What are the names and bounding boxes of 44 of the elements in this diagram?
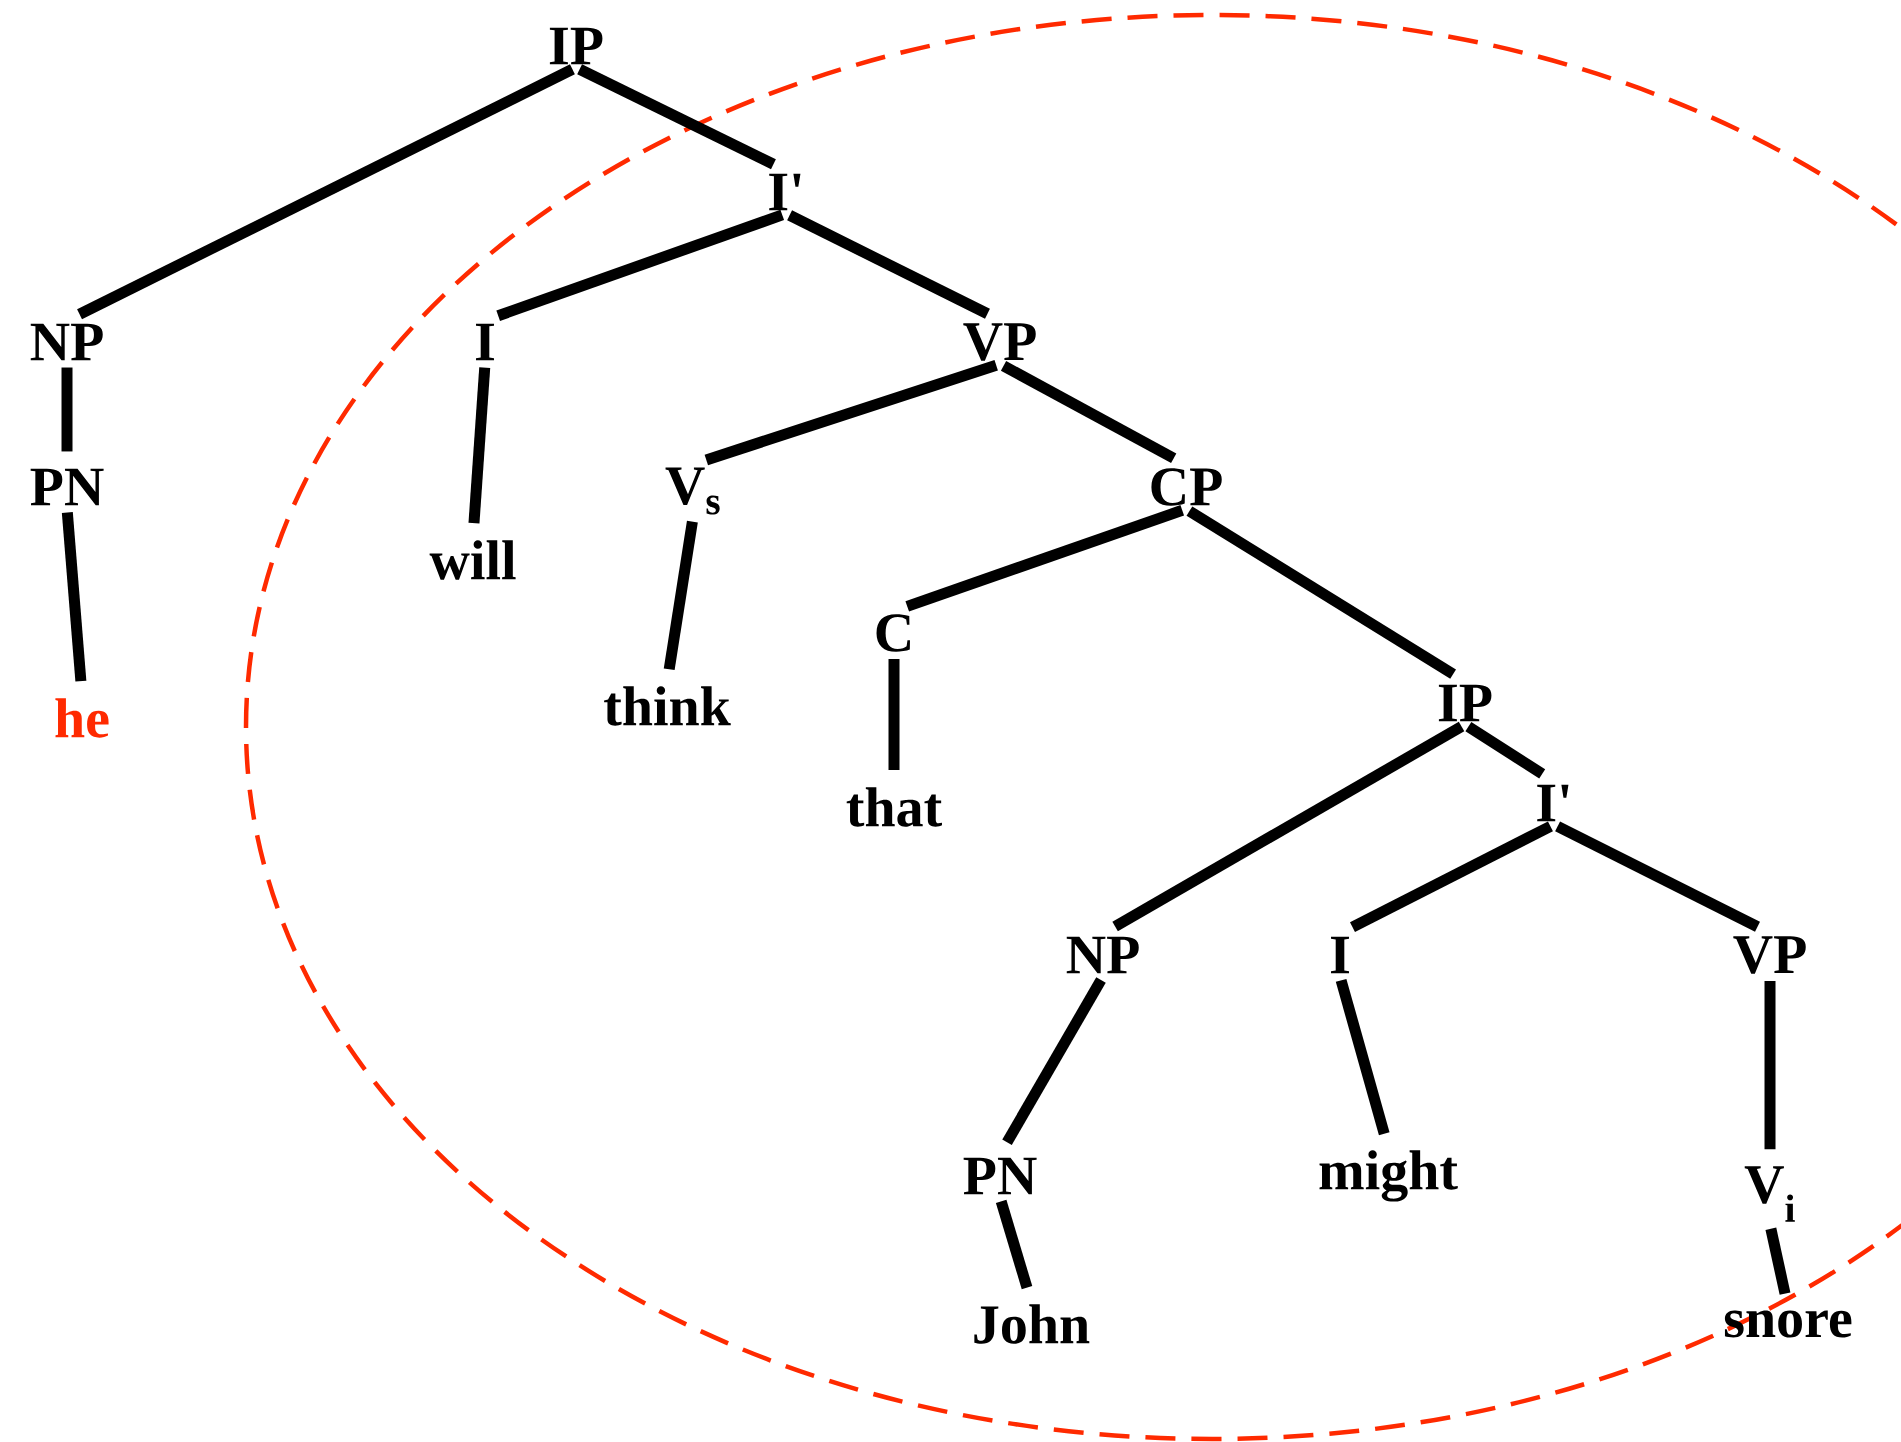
tree-branch (468, 367, 491, 524)
tree-branch (888, 659, 900, 771)
tree-label: IP (549, 27, 603, 65)
tree-label: that (846, 787, 942, 827)
tree-label: think (604, 686, 731, 726)
tree-label: I' (769, 173, 801, 211)
tree-branch (787, 210, 990, 319)
tree-label: I (476, 323, 494, 361)
tree-label: PN (963, 1157, 1037, 1195)
tree-label: PN (30, 468, 104, 506)
tree-branch (77, 64, 575, 320)
tree-branch (995, 1199, 1033, 1290)
tree-label: V$_{i}$ (1744, 1166, 1795, 1222)
tree-label: I (1331, 936, 1349, 974)
tree-branch (1350, 821, 1553, 932)
tree-branch (1112, 721, 1465, 932)
tree-branch (663, 520, 698, 671)
tree-label: C (876, 614, 910, 652)
tree-label: VP (963, 323, 1036, 361)
tree-branch (61, 512, 87, 682)
tree-label: he (55, 698, 109, 738)
tree-branch (577, 64, 776, 170)
tree-branch (1335, 978, 1390, 1136)
tree-branch (1002, 977, 1106, 1146)
tree-branch (704, 359, 998, 466)
tree-label: might (1319, 1150, 1458, 1202)
tree-label: John (974, 1304, 1090, 1344)
tree-label: VP (1733, 936, 1806, 974)
tree-branch (1764, 980, 1776, 1150)
tree-label: NP (1066, 936, 1139, 974)
tree-label: NP (30, 323, 103, 361)
tree-branch (1186, 506, 1456, 679)
tree-branch (496, 209, 785, 321)
tree-label: V$_{s}$ (665, 467, 720, 515)
tree-branch (1000, 361, 1177, 464)
tree-branch (1465, 722, 1546, 779)
tree-label: IP (1438, 684, 1492, 722)
tree-branch (1765, 1227, 1791, 1295)
tree-label: will (429, 540, 516, 580)
tree-label: I' (1537, 784, 1569, 822)
tree-label: CP (1151, 468, 1222, 506)
tree-branch (1555, 821, 1760, 932)
tree-branch (905, 505, 1185, 612)
tree-branch (61, 367, 73, 452)
